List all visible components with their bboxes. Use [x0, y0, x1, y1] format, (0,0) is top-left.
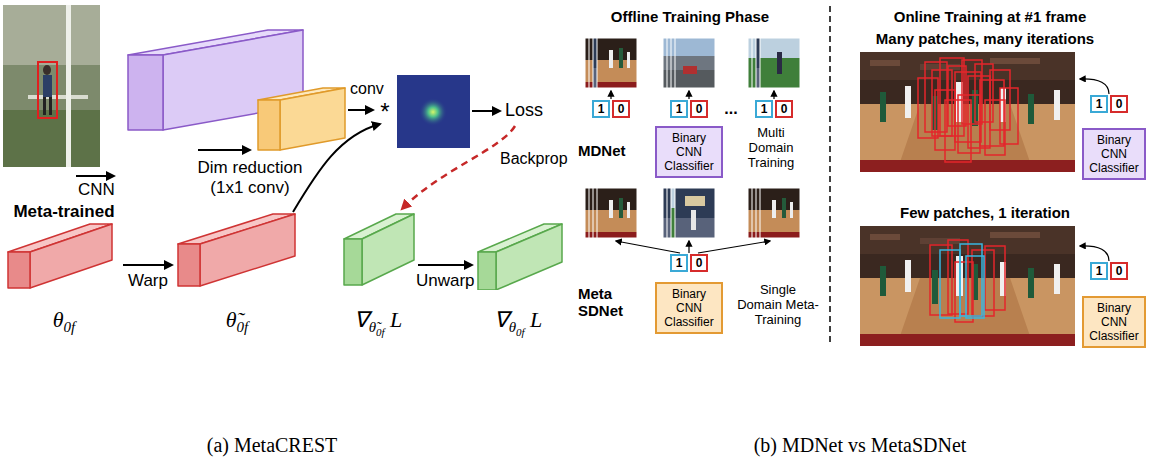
parameter-node: ∇θ0f L [472, 222, 564, 337]
text-label: CNN [78, 180, 128, 200]
parameter-node: ∇θ̃0f L [338, 212, 418, 337]
math-part: θ [53, 307, 64, 332]
math-part: 0f [237, 319, 249, 335]
math-label: ∇θ̃0f L [338, 306, 418, 337]
divider [829, 6, 831, 345]
input-frame [3, 5, 100, 167]
cuboid-holder [472, 222, 564, 290]
cuboid-symbol [472, 222, 564, 290]
cuboid-front [8, 252, 30, 288]
text-label: Dim reduction (1x1 conv) [190, 158, 310, 197]
backprop-arrow [402, 126, 515, 209]
parameter-node: Meta-trained θ0f [5, 202, 123, 336]
math-part: L [525, 307, 543, 332]
text-label: Loss [505, 100, 555, 121]
response-map [397, 75, 470, 148]
label-cell: 1 [592, 100, 610, 118]
cuboid-holder [172, 212, 302, 288]
text-label: * [377, 98, 393, 126]
math-part: θ̃ [369, 319, 376, 335]
cuboid-front [478, 252, 496, 290]
math-part: 0f [64, 319, 76, 335]
cuboid-symbol [5, 222, 123, 290]
box-text: Binary CNN Classifier [1087, 133, 1141, 175]
text-label: Few patches, 1 iteration [860, 204, 1110, 221]
cuboid-side [496, 224, 562, 290]
box-text: Binary CNN Classifier [660, 287, 718, 329]
label-cell: 0 [1110, 95, 1128, 113]
text-label: conv [350, 80, 394, 98]
cuboid-side [200, 214, 295, 286]
math-label: θ̃0f [172, 306, 302, 336]
text-label: Single Domain Meta-Training [737, 283, 819, 328]
text-label: (a) MetaCREST [172, 434, 372, 457]
math-label: θ0f [5, 306, 123, 336]
parameter-node: θ̃0f [172, 212, 302, 336]
text-label: (b) MDNet vs MetaSDNet [740, 434, 980, 457]
text-label: Backprop [500, 150, 574, 168]
label-cell: 1 [1090, 95, 1108, 113]
label-cell: 0 [690, 254, 708, 272]
cuboid-side [30, 224, 112, 288]
label-pair: 10 [755, 100, 793, 118]
court-image [860, 52, 1075, 172]
box-text: Binary CNN Classifier [1087, 301, 1141, 343]
label-pair: 10 [1090, 262, 1128, 280]
classifier-box: Binary CNN Classifier [1082, 128, 1146, 180]
node-heading: Meta-trained [5, 202, 123, 222]
label-cell: 1 [670, 254, 688, 272]
connector-arrow [418, 264, 472, 266]
label-cell: 0 [690, 100, 708, 118]
edge-label: Warp [126, 271, 170, 291]
label-pair: 10 [1090, 95, 1128, 113]
text-label: Meta SDNet [578, 285, 632, 320]
label-cell: 0 [612, 100, 630, 118]
classifier-box: Binary CNN Classifier [1082, 296, 1146, 348]
classifier-box: Binary CNN Classifier [655, 126, 723, 178]
label-cell: 1 [670, 100, 688, 118]
math-part: 0f [376, 326, 385, 338]
math-part: ∇ [354, 307, 369, 332]
text-label: MDNet [578, 142, 638, 159]
cuboid-symbol [172, 212, 302, 288]
label-cell: 0 [1110, 262, 1128, 280]
court-image [860, 226, 1075, 346]
label-pair: 10 [670, 100, 708, 118]
cuboid-front [178, 244, 200, 286]
text-label: Online Training at #1 frame [880, 8, 1100, 25]
text-label: Many patches, many iterations [860, 30, 1110, 47]
classifier-box: Binary CNN Classifier [655, 282, 723, 334]
text-label: Multi Domain Training [740, 126, 802, 171]
math-part: L [385, 307, 403, 332]
connector-arrow [123, 264, 172, 266]
label-cell: 1 [755, 100, 773, 118]
math-part: 0f [516, 326, 525, 338]
math-label: ∇θ0f L [472, 306, 564, 337]
label-cell: 1 [1090, 262, 1108, 280]
label-pair: 10 [592, 100, 630, 118]
cuboid-side [362, 214, 414, 285]
edge-label: Unwarp [414, 271, 477, 291]
cuboid-holder [5, 222, 123, 290]
math-part: θ̃ [226, 307, 237, 332]
box-text: Binary CNN Classifier [660, 131, 718, 173]
label-pair: 10 [670, 254, 708, 272]
cuboid-symbol [338, 212, 418, 288]
cuboid-holder [338, 212, 418, 288]
cuboid-front [344, 239, 362, 285]
arrows [76, 110, 500, 212]
text-label: Offline Training Phase [590, 8, 790, 25]
text-label: ... [716, 100, 746, 118]
label-cell: 0 [775, 100, 793, 118]
math-part: θ [509, 319, 516, 335]
math-part: ∇ [494, 307, 509, 332]
reduced-cuboid [258, 88, 345, 150]
